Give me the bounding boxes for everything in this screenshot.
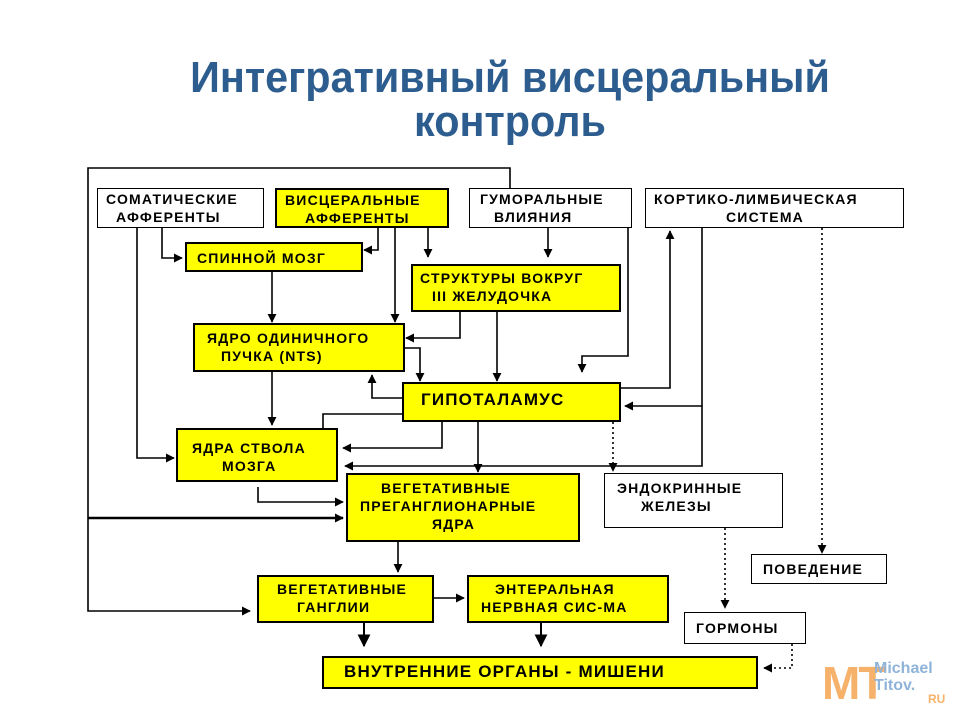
- third-line-1: СТРУКТУРЫ ВОКРУГ: [420, 270, 584, 286]
- logo-name-line-2: Titov.: [874, 677, 916, 694]
- behavior-box: ПОВЕДЕНИЕ: [751, 554, 887, 584]
- connector-hypo-to-cortico: [621, 230, 675, 389]
- connector-humoral-to-hypo: [577, 228, 629, 373]
- page-title: Интегративный висцеральный контроль: [143, 56, 876, 144]
- humoral-line-1: ГУМОРАЛЬНЫЕ: [480, 191, 604, 207]
- organs-line-1: ВНУТРЕННИЕ ОРГАНЫ - МИШЕНИ: [344, 662, 665, 681]
- nts-line-2: ПУЧКА (NTS): [221, 348, 323, 364]
- connector-hypo-to-nts: [367, 374, 402, 399]
- hormones-box: ГОРМОНЫ: [684, 612, 806, 644]
- logo-name-line-1: Michael: [874, 660, 933, 677]
- connector-outer-loop: [87, 167, 511, 616]
- logo-name: Michael Titov.: [874, 660, 933, 694]
- connector-third-to-nts: [405, 312, 461, 343]
- nts-box: ЯДРО ОДИНИЧНОГО ПУЧКА (NTS): [193, 323, 405, 372]
- third-line-2: III ЖЕЛУДОЧКА: [432, 288, 553, 304]
- preganglionic-nuclei-box: ВЕГЕТАТИВНЫЕ ПРЕГАНГЛИОНАРНЫЕ ЯДРА: [346, 473, 580, 542]
- connector-somatic-to-brainstem: [136, 228, 175, 463]
- site-logo: MT Michael Titov. RU: [822, 657, 946, 714]
- cortico-line-2: СИСТЕМА: [726, 209, 804, 225]
- visceral-afferents-box: ВИСЦЕРАЛЬНЫЕ АФФЕРЕНТЫ: [275, 188, 449, 228]
- behavior-line-1: ПОВЕДЕНИЕ: [763, 561, 864, 577]
- connector-cortico-to-brainstem: [344, 406, 703, 471]
- humoral-line-2: ВЛИЯНИЯ: [494, 209, 573, 225]
- somatic-line-2: АФФЕРЕНТЫ: [116, 209, 221, 225]
- target-organs-box: ВНУТРЕННИЕ ОРГАНЫ - МИШЕНИ: [322, 656, 758, 689]
- spinal-line-1: СПИННОЙ МОЗГ: [197, 250, 326, 266]
- visceral-line-2: АФФЕРЕНТЫ: [305, 210, 410, 226]
- cortico-limbic-box: КОРТИКО-ЛИМБИЧЕСКАЯ СИСТЕМА: [645, 188, 904, 228]
- connector-somatic-to-spinal: [161, 228, 183, 263]
- logo-mark: MT: [822, 657, 886, 709]
- cortico-line-1: КОРТИКО-ЛИМБИЧЕСКАЯ: [654, 191, 858, 207]
- title-line-1: Интегративный висцеральный: [190, 53, 830, 102]
- connector-hypo-to-brainstem-top: [322, 413, 402, 428]
- vegetative-ganglia-box: ВЕГЕТАТИВНЫЕ ГАНГЛИИ: [257, 575, 434, 623]
- connector-nts-to-hypo: [405, 347, 425, 382]
- brainstem-line-2: МОЗГА: [222, 458, 277, 474]
- pregang-line-1: ВЕГЕТАТИВНЫЕ: [381, 480, 512, 496]
- hypothalamus-box: ГИПОТАЛАМУС: [402, 382, 621, 422]
- pregang-line-3: ЯДРА: [432, 516, 476, 532]
- hormones-line-1: ГОРМОНЫ: [696, 620, 779, 636]
- endocrine-glands-box: ЭНДОКРИННЫЕ ЖЕЛЕЗЫ: [604, 473, 783, 528]
- humoral-influences-box: ГУМОРАЛЬНЫЕ ВЛИЯНИЯ: [469, 188, 632, 228]
- connector-hormones-to-organs: [763, 644, 793, 673]
- nts-line-1: ЯДРО ОДИНИЧНОГО: [207, 330, 370, 346]
- hypo-line-1: ГИПОТАЛАМУС: [421, 390, 565, 409]
- visceral-line-1: ВИСЦЕРАЛЬНЫЕ: [285, 192, 421, 208]
- third-ventricle-box: СТРУКТУРЫ ВОКРУГ III ЖЕЛУДОЧКА: [411, 264, 621, 312]
- connector-hypo-to-brainstem: [342, 422, 443, 453]
- endocrine-line-2: ЖЕЛЕЗЫ: [641, 498, 712, 514]
- connector-visceral-to-spinal: [363, 228, 379, 255]
- spinal-cord-box: СПИННОЙ МОЗГ: [185, 242, 363, 272]
- endocrine-line-1: ЭНДОКРИННЫЕ: [617, 480, 743, 496]
- ganglia-line-2: ГАНГЛИИ: [297, 599, 371, 615]
- enteral-line-2: НЕРВНАЯ СИС-МА: [481, 599, 628, 615]
- somatic-afferents-box: СОМАТИЧЕСКИЕ АФФЕРЕНТЫ: [97, 188, 264, 228]
- enteric-nervous-system-box: ЭНТЕРАЛЬНАЯ НЕРВНАЯ СИС-МА: [467, 575, 669, 623]
- brainstem-line-1: ЯДРА СТВОЛА: [192, 440, 306, 456]
- connector-brainstem-to-pregang: [257, 487, 344, 507]
- pregang-line-2: ПРЕГАНГЛИОНАРНЫЕ: [360, 498, 537, 514]
- title-line-2: контроль: [414, 97, 606, 146]
- ganglia-line-1: ВЕГЕТАТИВНЫЕ: [277, 581, 408, 597]
- brainstem-nuclei-box: ЯДРА СТВОЛА МОЗГА: [176, 428, 338, 482]
- logo-suffix: RU: [928, 692, 946, 706]
- connector-cortico-to-hypo: [624, 228, 703, 411]
- somatic-line-1: СОМАТИЧЕСКИЕ: [106, 191, 238, 207]
- enteral-line-1: ЭНТЕРАЛЬНАЯ: [495, 581, 615, 597]
